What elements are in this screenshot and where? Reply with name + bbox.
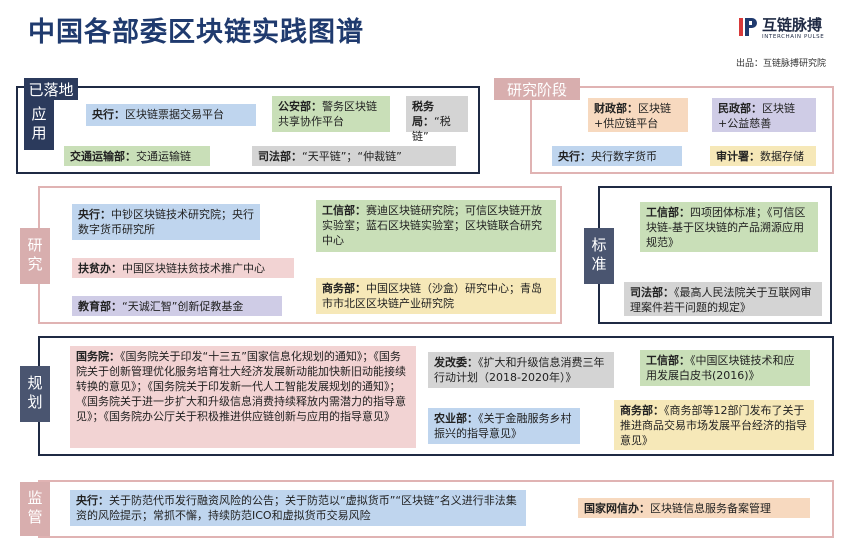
source-note: 出品：互链脉搏研究院	[736, 59, 827, 69]
regulation-item-pboc: 央行：关于防范代币发行融资风险的公告；关于防范以“虚拟货币”“区块链”名义进行非…	[70, 490, 526, 526]
researching-item-pboc: 央行：央行数字货币	[552, 146, 682, 166]
applied-item-tax: 税务局：“税链”	[406, 96, 468, 143]
planning-item-moa: 农业部：《关于金融服务乡村振兴的指导意见》	[428, 408, 580, 444]
researching-tag: 研究阶段	[494, 78, 580, 100]
research-item-poverty: 扶贫办：中国区块链扶贫技术推广中心	[72, 258, 294, 278]
planning-tag: 规划	[20, 366, 50, 422]
planning-item-mofcom: 商务部：《商务部等12部门发布了关于推进商品交易市场发展平台经济的指导意见》	[614, 400, 814, 450]
researching-item-nao: 审计署：数据存储	[710, 146, 816, 166]
planning-item-miit: 工信部：《中国区块链技术和应用发展白皮书(2016)》	[640, 350, 810, 386]
research-tag: 研究	[20, 228, 50, 284]
page-title: 中国各部委区块链实践图谱	[28, 17, 364, 48]
logo: 互链脉搏 INTERCHAIN PULSE	[738, 14, 848, 48]
applied-item-pboc: 央行：区块链票据交易平台	[86, 104, 256, 126]
standard-item-moj: 司法部：《最高人民法院关于互联网审理案件若干问题的规定》	[624, 282, 822, 316]
regulation-tag: 监管	[20, 482, 50, 536]
applied-item-moj: 司法部：“天平链”；“仲裁链”	[252, 146, 456, 166]
research-item-mofcom: 商务部：中国区块链（沙盒）研究中心；青岛市市北区区块链产业研究院	[316, 278, 556, 314]
applied-item-mot: 交通运输部：交通运输链	[64, 146, 210, 166]
researching-frame	[530, 86, 834, 174]
standard-tag: 标准	[584, 228, 614, 284]
applied-side-tag: 应用	[24, 100, 54, 150]
regulation-item-cac: 国家网信办：区块链信息服务备案管理	[578, 498, 810, 518]
logo-en: INTERCHAIN PULSE	[762, 34, 825, 40]
logo-cn: 互链脉搏	[762, 16, 823, 34]
planning-item-state-council: 国务院：《国务院关于印发“十三五”国家信息化规划的通知》；《国务院关于创新管理优…	[70, 346, 416, 448]
research-item-moe: 教育部：“天诚汇智”创新促教基金	[72, 296, 282, 316]
research-item-miit: 工信部：赛迪区块链研究院；可信区块链开放实验室；蓝石区块链实验室；区块链联合研究…	[316, 200, 556, 252]
applied-top-tag: 已落地	[24, 78, 78, 100]
standard-item-miit: 工信部：四项团体标准；《可信区块链-基于区块链的产品溯源应用规范》	[640, 202, 818, 252]
researching-item-mof: 财政部：区块链+供应链平台	[588, 98, 688, 132]
applied-frame	[16, 86, 480, 174]
research-item-pboc: 央行：中钞区块链技术研究院；央行数字货币研究所	[72, 204, 260, 240]
researching-item-mca: 民政部：区块链+公益慈善	[712, 98, 816, 132]
applied-item-mps: 公安部：警务区块链共享协作平台	[272, 96, 390, 132]
interchain-logo-icon	[739, 18, 757, 36]
planning-item-ndrc: 发改委：《扩大和升级信息消费三年行动计划（2018-2020年）》	[428, 352, 614, 388]
